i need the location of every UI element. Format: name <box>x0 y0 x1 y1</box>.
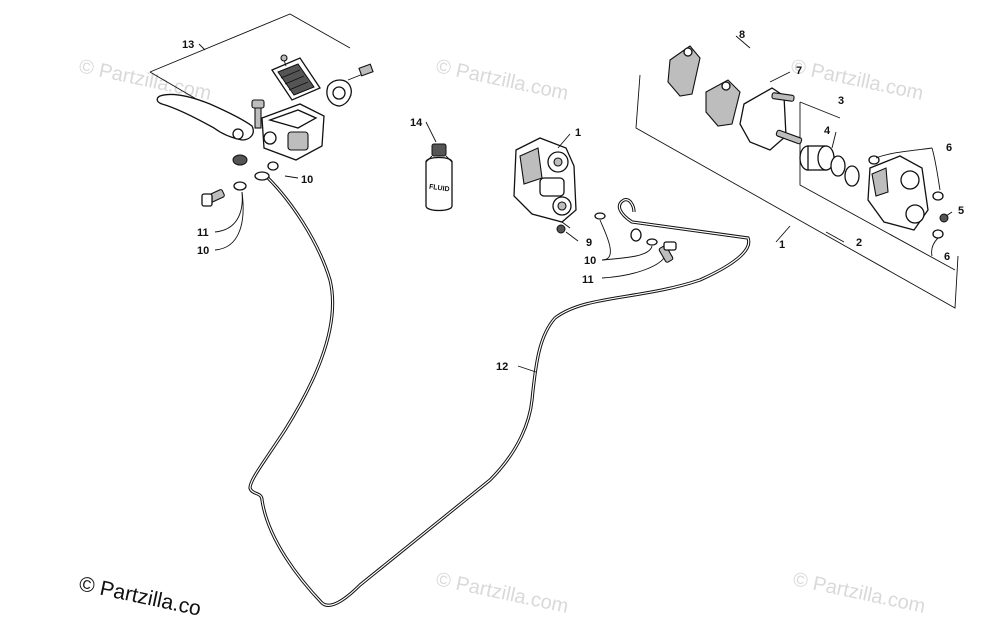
watermark-bottom-right: © Partzilla.com <box>791 568 927 618</box>
callout-14: 14 <box>410 117 423 129</box>
watermark-top-center: © Partzilla.com <box>434 55 570 105</box>
pivot-bolt <box>251 99 265 129</box>
watermark-bottom-left: © Partzilla.co <box>77 572 203 620</box>
callout-5: 5 <box>958 205 964 217</box>
callouts: 13 10 11 10 14 1 9 10 11 12 8 7 3 4 6 5 … <box>182 29 964 373</box>
seal-outer <box>830 155 846 177</box>
caliper-bracket <box>739 87 803 151</box>
callout-11-mid: 11 <box>582 274 594 286</box>
callout-2: 2 <box>856 237 862 249</box>
washer-mid-lower <box>646 238 658 246</box>
watermark-top-right: © Partzilla.com <box>789 55 925 105</box>
lever-nut <box>232 154 248 166</box>
callout-1-right: 1 <box>779 239 785 251</box>
leader-lines <box>198 35 953 373</box>
callout-6-bottom: 6 <box>944 251 950 263</box>
callout-12: 12 <box>496 361 508 373</box>
callout-6-top: 6 <box>946 142 952 154</box>
handlebar-clamp <box>326 63 374 107</box>
callout-7: 7 <box>796 65 802 77</box>
line-fitting-caliper <box>630 228 642 242</box>
brake-lever <box>156 93 254 141</box>
washer-left <box>233 181 247 191</box>
caliper-body <box>867 155 929 231</box>
bottle-label: FLUID <box>429 184 450 194</box>
callout-4: 4 <box>824 125 831 137</box>
brake-pad-inner <box>667 45 701 97</box>
callout-3: 3 <box>838 95 844 107</box>
cover-screw <box>280 54 288 67</box>
piston <box>799 145 835 171</box>
brake-fluid-bottle: FLUID <box>425 143 453 212</box>
callout-8: 8 <box>739 29 745 41</box>
seal-inner <box>844 165 860 187</box>
brake-pad-outer <box>705 79 741 127</box>
callout-10-left-top: 10 <box>301 174 313 186</box>
master-cylinder-body <box>261 103 325 161</box>
caliper-assembly <box>513 137 577 223</box>
master-cylinder-assembly <box>149 13 374 207</box>
callout-10-mid: 10 <box>584 255 596 267</box>
banjo-bolt-left <box>201 189 225 207</box>
bleeder-screw <box>556 221 571 234</box>
washer-mid-upper <box>594 212 606 220</box>
reservoir-cover <box>271 57 321 101</box>
callout-10-left-bottom: 10 <box>197 245 209 257</box>
callout-11-left: 11 <box>197 227 209 239</box>
banjo-bolt-mid <box>658 241 677 263</box>
washer-lower-b <box>932 229 944 239</box>
brake-line <box>248 176 751 607</box>
line-fitting-top <box>254 161 279 181</box>
washer-lower-a <box>932 191 944 201</box>
callout-13: 13 <box>182 39 194 51</box>
watermark-bottom-center: © Partzilla.com <box>434 568 570 618</box>
callout-1-top: 1 <box>575 127 581 139</box>
callout-9: 9 <box>586 237 592 249</box>
